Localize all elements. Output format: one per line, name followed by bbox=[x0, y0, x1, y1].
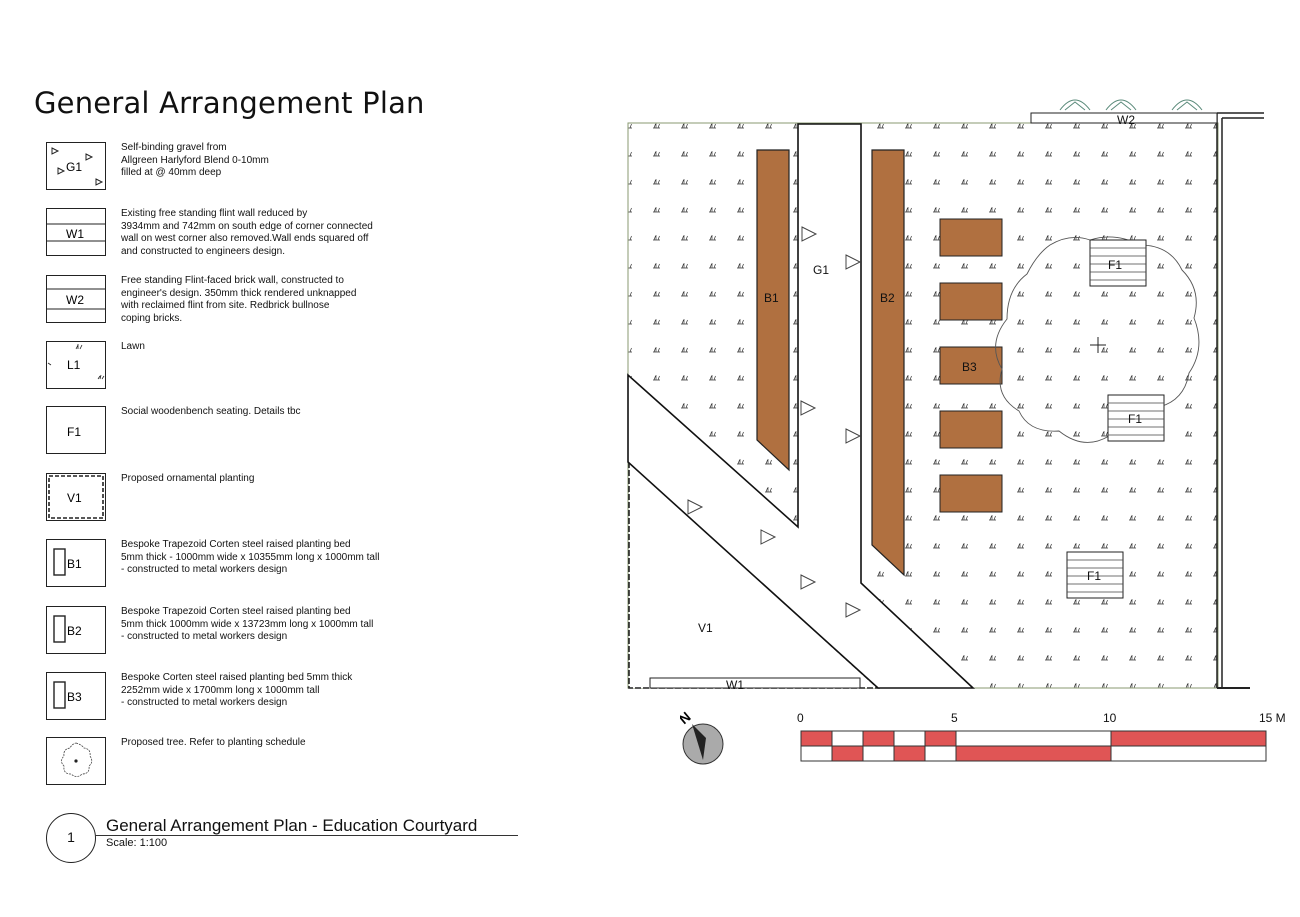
lawn-key-icon: L1 bbox=[46, 341, 106, 389]
label-b2: B2 bbox=[880, 291, 895, 305]
bed-b1-description: Bespoke Trapezoid Corten steel raised pl… bbox=[121, 539, 380, 575]
north-label: N bbox=[680, 708, 694, 727]
gravel-key-code: G1 bbox=[66, 160, 82, 174]
label-b1: B1 bbox=[764, 291, 779, 305]
planting-description: Proposed ornamental planting bbox=[121, 473, 255, 484]
tree-key-icon bbox=[46, 737, 106, 785]
page-title: General Arrangement Plan bbox=[34, 86, 425, 120]
legend-item-flint-wall: W1 Existing free standing flint wall red… bbox=[46, 208, 606, 258]
title-underline bbox=[95, 835, 518, 836]
wall-planting-icons bbox=[1059, 99, 1203, 111]
wall-w1 bbox=[649, 677, 861, 689]
raised-bed-b2 bbox=[871, 149, 905, 577]
flint-wall-key-icon: W1 bbox=[46, 208, 106, 256]
flint-wall-key-code: W1 bbox=[66, 227, 84, 241]
drawing-number: 1 bbox=[67, 829, 75, 845]
bed-b1-key-icon: B1 bbox=[46, 539, 106, 587]
planting-key-code: V1 bbox=[67, 491, 82, 505]
scale-tick-5: 5 bbox=[951, 711, 958, 725]
legend-item-planting: V1 Proposed ornamental planting bbox=[46, 473, 606, 523]
bench-description: Social woodenbench seating. Details tbc bbox=[121, 406, 301, 417]
label-f1-2: F1 bbox=[1128, 412, 1142, 426]
bed-b2-key-icon: B2 bbox=[46, 606, 106, 654]
gravel-key-icon: G1 bbox=[46, 142, 106, 190]
raised-bed-b3-5 bbox=[939, 474, 1003, 513]
tree-center-icon bbox=[1090, 337, 1106, 353]
label-w2: W2 bbox=[1117, 113, 1135, 127]
site-plan: G1 B1 B2 B3 F1 F1 F1 V1 W1 W2 bbox=[627, 99, 1264, 692]
raised-bed-b3-2 bbox=[939, 282, 1003, 321]
bed-b2-description: Bespoke Trapezoid Corten steel raised pl… bbox=[121, 606, 374, 642]
bench-key-code: F1 bbox=[67, 425, 81, 439]
bench-3 bbox=[1066, 551, 1124, 599]
legend-item-bench: F1 Social woodenbench seating. Details t… bbox=[46, 406, 606, 456]
brick-wall-key-code: W2 bbox=[66, 293, 84, 307]
bed-b3-key-code: B3 bbox=[67, 690, 82, 704]
planting-key-icon: V1 bbox=[46, 473, 106, 521]
bench-key-icon: F1 bbox=[46, 406, 106, 454]
east-wall bbox=[1216, 112, 1264, 689]
legend-item-tree: Proposed tree. Refer to planting schedul… bbox=[46, 737, 606, 787]
scale-tick-10: 10 bbox=[1103, 711, 1117, 725]
bed-b2-key-code: B2 bbox=[67, 624, 82, 638]
label-f1-3: F1 bbox=[1087, 569, 1101, 583]
legend-item-lawn: L1 Lawn bbox=[46, 341, 606, 391]
flint-wall-description: Existing free standing flint wall reduce… bbox=[121, 208, 373, 257]
bench-1 bbox=[1089, 239, 1147, 287]
legend-item-brick-wall: W2 Free standing Flint-faced brick wall,… bbox=[46, 275, 606, 325]
label-v1: V1 bbox=[698, 621, 713, 635]
label-b3: B3 bbox=[962, 360, 977, 374]
raised-bed-b3-4 bbox=[939, 410, 1003, 449]
scale-tick-15: 15 M bbox=[1259, 711, 1286, 725]
raised-bed-b3-3 bbox=[939, 346, 1003, 385]
label-g1: G1 bbox=[813, 263, 829, 277]
raised-bed-b3-1 bbox=[939, 218, 1003, 257]
bed-b1-key-code: B1 bbox=[67, 557, 82, 571]
raised-bed-b1 bbox=[756, 149, 790, 472]
scale-tick-0: 0 bbox=[797, 711, 804, 725]
legend-item-gravel: G1 Self-binding gravel from Allgreen Har… bbox=[46, 142, 606, 192]
legend-item-bed-b3: B3 Bespoke Corten steel raised planting … bbox=[46, 672, 606, 722]
brick-wall-description: Free standing Flint-faced brick wall, co… bbox=[121, 275, 357, 324]
scale-and-north: N 0 5 10 15 M bbox=[680, 708, 1286, 765]
bed-b3-key-icon: B3 bbox=[46, 672, 106, 720]
label-f1-1: F1 bbox=[1108, 258, 1122, 272]
lawn-description: Lawn bbox=[121, 341, 145, 352]
brick-wall-key-icon: W2 bbox=[46, 275, 106, 323]
tree-description: Proposed tree. Refer to planting schedul… bbox=[121, 737, 306, 748]
label-w1: W1 bbox=[726, 678, 744, 692]
legend-item-bed-b1: B1 Bespoke Trapezoid Corten steel raised… bbox=[46, 539, 606, 589]
north-arrow-icon: N bbox=[680, 708, 724, 765]
lawn-key-code: L1 bbox=[67, 358, 81, 372]
bench-2 bbox=[1107, 394, 1165, 442]
scale-bar bbox=[800, 730, 1267, 762]
gravel-description: Self-binding gravel from Allgreen Harlyf… bbox=[121, 142, 269, 178]
drawing-number-circle bbox=[46, 813, 96, 863]
drawing-title: General Arrangement Plan - Education Cou… bbox=[106, 816, 478, 835]
gravel-markers bbox=[687, 226, 862, 618]
bed-b3-description: Bespoke Corten steel raised planting bed… bbox=[121, 672, 353, 708]
wall-w2 bbox=[1030, 112, 1218, 124]
drawing-scale: Scale: 1:100 bbox=[106, 837, 168, 849]
legend-item-bed-b2: B2 Bespoke Trapezoid Corten steel raised… bbox=[46, 606, 606, 656]
